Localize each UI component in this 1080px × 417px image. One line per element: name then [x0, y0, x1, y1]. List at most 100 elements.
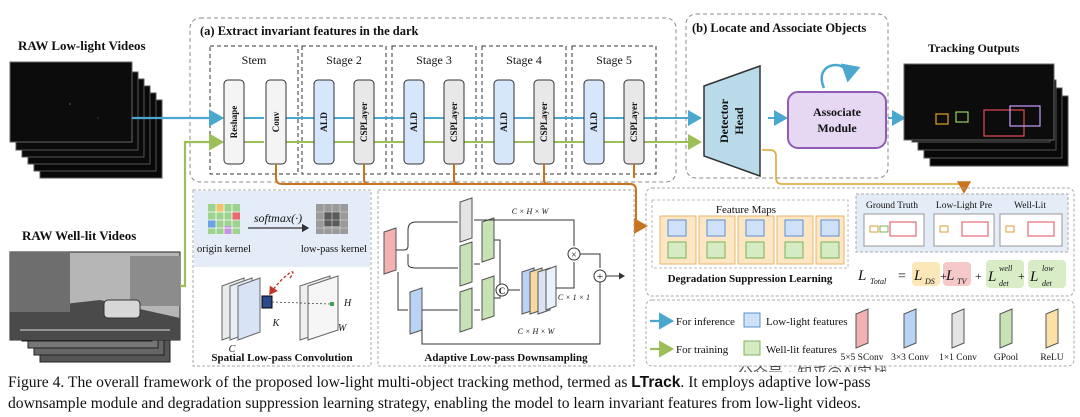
feature-maps-grid [659, 215, 845, 265]
welllit-title: RAW Well-lit Videos [22, 228, 136, 243]
stage-boxes: Stem Stage 2 Stage 3 Stage 4 Stage 5 [209, 45, 657, 175]
stage-label-5: Stage 5 [596, 53, 632, 67]
associate-loop-icon [820, 63, 861, 89]
detector-head [703, 64, 761, 178]
csp-label-3: CSPLayer [449, 102, 459, 142]
loss-det-low: L [1029, 269, 1038, 285]
ald-dim-bottom: C × H × W [518, 327, 556, 336]
stage-label-stem: Stem [242, 53, 267, 67]
llpre-label: Low-Light Pre [936, 201, 992, 211]
loss-det-low-sup: low [1042, 264, 1054, 273]
legend-box [645, 299, 1075, 367]
legend-item-relu: ReLU [1040, 353, 1063, 363]
caption-line-1: Figure 4. The overall framework of the p… [8, 374, 871, 391]
ald-label-5: ALD [590, 112, 600, 132]
stage-3-box [391, 45, 477, 175]
ald-block-4 [493, 79, 515, 165]
origin-kernel-label: origin kernel [197, 244, 251, 255]
backbone-blocks: Reshape Conv ALD CSPLayer ALD CSPLayer A… [223, 79, 645, 165]
loss-tv: L [945, 268, 954, 284]
associate-module-label-1: Associate [813, 105, 862, 119]
ald-detail-panel [377, 189, 635, 367]
csp-label-4: CSPLayer [539, 102, 549, 142]
ald-label-2: ALD [320, 112, 330, 132]
ald-concat-symbol: C [499, 286, 506, 296]
conv-label: Conv [271, 111, 281, 132]
gt-label: Ground Truth [866, 201, 918, 211]
ald-dim-mid: C × 1 × 1 [558, 293, 590, 302]
legend-inference-label: For inference [676, 316, 735, 328]
ald-label-3: ALD [410, 112, 420, 132]
legend-item-gpool: GPool [994, 353, 1019, 363]
ald-label-4: ALD [500, 112, 510, 132]
gt-thumbnails [863, 213, 1063, 247]
origin-kernel-icon [208, 204, 240, 234]
training-input-arrow [180, 133, 225, 288]
feature-maps-title: Feature Maps [716, 204, 776, 216]
figure-caption: Figure 4. The overall framework of the p… [8, 372, 1074, 414]
label-w: W [338, 323, 348, 334]
lowpass-kernel-label: low-pass kernel [301, 244, 367, 255]
associate-module [787, 91, 887, 149]
legend-welllit-swatch [743, 340, 761, 356]
csp-label-5: CSPLayer [629, 102, 639, 142]
ald-multiply-symbol: × [571, 250, 577, 261]
ald-block-3 [403, 79, 425, 165]
stage-5-box [571, 45, 657, 175]
welllit-video-stack [9, 251, 181, 363]
loss-ds-sub: DS [924, 277, 935, 286]
ald-detail-title: Adaptive Low-pass Downsampling [424, 352, 588, 364]
legend-item-3x3: 3×3 Conv [891, 353, 929, 363]
legend-item-5x5: 5×5 SConv [840, 353, 883, 363]
lowlight-title: RAW Low-light Videos [18, 38, 146, 53]
label-c: C [229, 344, 236, 355]
label-k: K [272, 318, 281, 329]
loss-plus-2: + [975, 269, 982, 283]
panel-a-title: (a) Extract invariant features in the da… [200, 24, 419, 38]
detector-to-gt-arrow [762, 149, 972, 194]
loss-det-well-sub: det [999, 279, 1010, 288]
legend-lowlight-swatch [743, 312, 761, 328]
csp-label-2: CSPLayer [359, 102, 369, 142]
ald-block-2 [313, 79, 335, 165]
spatial-conv-title: Spatial Low-pass Convolution [211, 352, 352, 364]
loss-plus-1: + [940, 269, 947, 283]
ald-add-symbol: + [597, 271, 603, 283]
framework-diagram: RAW Low-light Videos RAW Well-lit Videos… [9, 13, 1075, 372]
loss-det-well: L [987, 269, 996, 285]
ald-detail-diagram [383, 197, 625, 345]
loss-eq: = [898, 269, 906, 284]
label-h: H [343, 298, 352, 309]
spatial-conv-illustration [221, 271, 339, 341]
feature-orange-arrows [275, 164, 648, 234]
lowlight-video-stack [9, 61, 163, 179]
associate-module-label-2: Module [817, 121, 857, 135]
detector-head-label-2: Head [732, 107, 746, 135]
lowpass-kernel-icon [316, 204, 348, 234]
loss-plus-3: + [1018, 269, 1025, 283]
caption-line-2: downsample module and degradation suppre… [8, 395, 861, 412]
degradation-panel [645, 187, 1075, 297]
stage-label-2: Stage 2 [326, 53, 362, 67]
loss-det-low-sub: det [1042, 279, 1053, 288]
loss-formula: L Total = L DS + L TV + L well det + L l… [857, 260, 1066, 288]
welllit-label: Well-Lit [1014, 201, 1046, 211]
reshape-block [223, 79, 245, 165]
tracking-outputs-title: Tracking Outputs [928, 41, 1020, 55]
loss-total-sub: Total [870, 277, 887, 286]
stage-label-3: Stage 3 [416, 53, 452, 67]
loss-det-well-sup: well [999, 264, 1013, 273]
caption-ltrack: LTrack [631, 374, 681, 391]
stage-label-4: Stage 4 [506, 53, 542, 67]
legend-welllit-label: Well-lit features [766, 344, 837, 356]
reshape-label: Reshape [229, 106, 239, 139]
loss-total: L [857, 268, 866, 284]
watermark: 公众号 · 知乎@AI实战 [738, 364, 887, 372]
panel-a-border [189, 17, 677, 183]
stage-4-box [481, 45, 567, 175]
legend-item-1x1: 1×1 Conv [939, 353, 977, 363]
stage-2-box [301, 45, 387, 175]
panel-b-border [685, 13, 889, 179]
legend-training-label: For training [676, 344, 729, 356]
degradation-title: Degradation Suppression Learning [668, 273, 833, 285]
